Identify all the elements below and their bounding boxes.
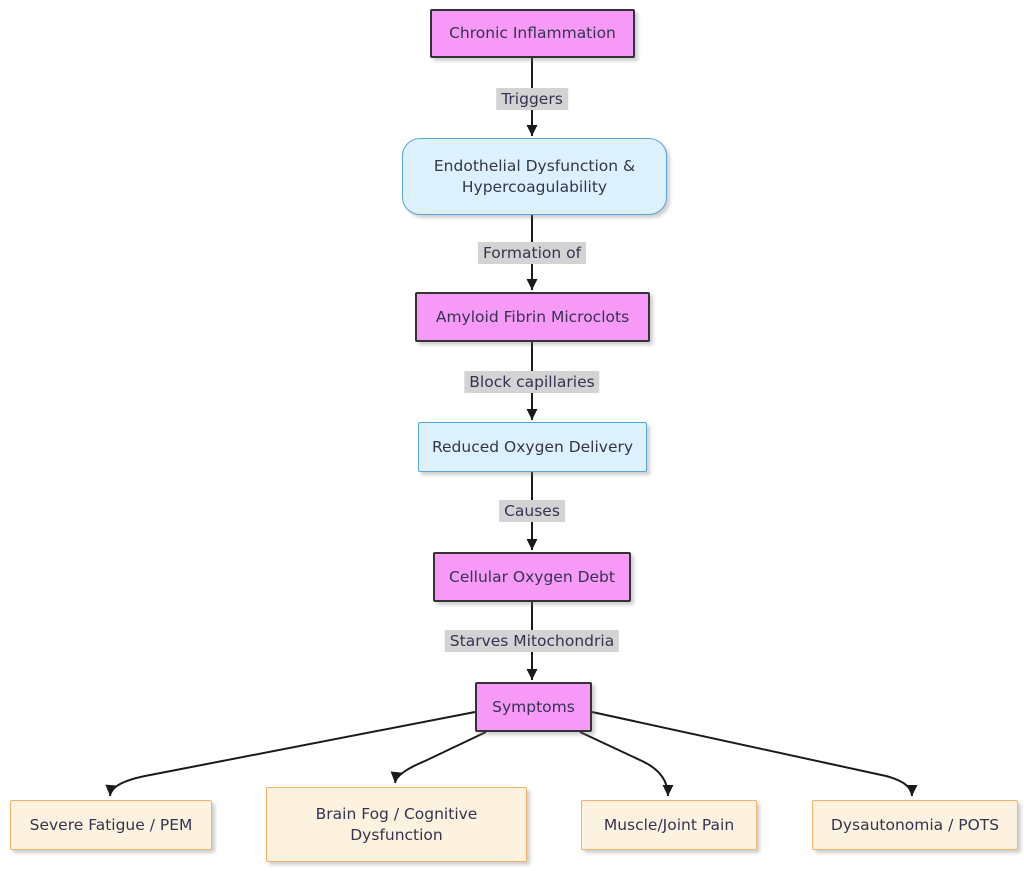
node-symptoms: Symptoms xyxy=(475,682,592,732)
node-dysautonomia-pots: Dysautonomia / POTS xyxy=(812,800,1018,850)
edge-symptoms-to-muscle-joint-pain xyxy=(579,731,674,797)
node-reduced-oxygen-delivery: Reduced Oxygen Delivery xyxy=(418,422,647,472)
node-endothelial-dysfunction: Endothelial Dysfunction & Hypercoagulabi… xyxy=(402,138,667,215)
edge-label-triggers: Triggers xyxy=(496,88,568,111)
edge-symptoms-to-severe-fatigue xyxy=(105,711,476,797)
edge-symptoms-to-brain-fog xyxy=(390,731,487,784)
edge-symptoms-to-dysautonomia xyxy=(591,711,918,797)
node-muscle-joint-pain: Muscle/Joint Pain xyxy=(581,800,757,850)
node-label: Endothelial Dysfunction & Hypercoagulabi… xyxy=(433,156,636,196)
edge-label-causes: Causes xyxy=(499,500,565,523)
node-label: Chronic Inflammation xyxy=(449,24,616,43)
node-label: Brain Fog / Cognitive Dysfunction xyxy=(315,804,478,844)
node-chronic-inflammation: Chronic Inflammation xyxy=(430,9,635,58)
node-label: Cellular Oxygen Debt xyxy=(449,567,615,586)
node-label: Severe Fatigue / PEM xyxy=(29,815,193,834)
node-label: Muscle/Joint Pain xyxy=(603,815,735,834)
node-label: Reduced Oxygen Delivery xyxy=(431,437,634,456)
node-label: Amyloid Fibrin Microclots xyxy=(435,307,630,326)
node-amyloid-fibrin-microclots: Amyloid Fibrin Microclots xyxy=(415,292,650,342)
edge-label-starves-mitochondria: Starves Mitochondria xyxy=(444,630,620,653)
node-brain-fog-cognitive-dysfunction: Brain Fog / Cognitive Dysfunction xyxy=(266,787,527,862)
edge-label-block-capillaries: Block capillaries xyxy=(464,371,600,394)
node-label: Dysautonomia / POTS xyxy=(830,815,1000,834)
edge-label-formation-of: Formation of xyxy=(477,242,587,265)
node-label: Symptoms xyxy=(492,697,575,716)
node-cellular-oxygen-debt: Cellular Oxygen Debt xyxy=(433,552,631,602)
node-severe-fatigue-pem: Severe Fatigue / PEM xyxy=(10,800,212,850)
